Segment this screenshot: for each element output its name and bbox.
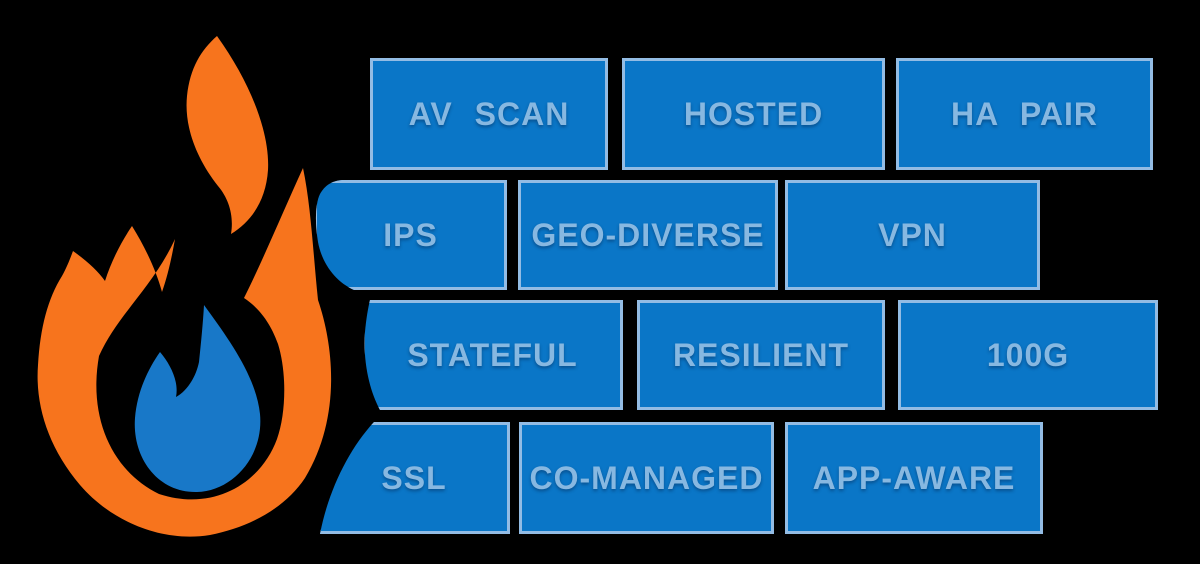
flame-ring-icon bbox=[37, 168, 332, 537]
brick-geo-diverse: GEO-DIVERSE bbox=[518, 180, 778, 290]
brick-label: HOSTED bbox=[683, 95, 824, 132]
brick-label: SSL bbox=[381, 459, 447, 496]
brick-label: RESILIENT bbox=[672, 336, 850, 373]
brick-label: APP-AWARE bbox=[812, 459, 1016, 496]
brick-label: VPN bbox=[878, 216, 947, 253]
brick-label: STATEFUL bbox=[407, 336, 578, 373]
flame-drop-icon bbox=[134, 305, 261, 493]
brick-label: GEO-DIVERSE bbox=[531, 216, 765, 253]
brick-100g: 100G bbox=[898, 300, 1158, 410]
brick-av-scan: AV SCAN bbox=[370, 58, 608, 170]
flame-center-tongue-icon bbox=[186, 36, 269, 234]
brick-stateful: STATEFUL bbox=[362, 300, 623, 410]
brick-ssl: SSL bbox=[318, 422, 510, 534]
brick-resilient: RESILIENT bbox=[637, 300, 885, 410]
brick-label: AV SCAN bbox=[408, 95, 570, 132]
brick-co-managed: CO-MANAGED bbox=[519, 422, 774, 534]
brick-ips: IPS bbox=[314, 180, 507, 290]
brick-vpn: VPN bbox=[785, 180, 1040, 290]
brick-label: 100G bbox=[986, 336, 1070, 373]
brick-label: IPS bbox=[383, 216, 438, 253]
brick-ha-pair: HA PAIR bbox=[896, 58, 1153, 170]
brick-hosted: HOSTED bbox=[622, 58, 885, 170]
brick-app-aware: APP-AWARE bbox=[785, 422, 1043, 534]
brick-label: HA PAIR bbox=[951, 95, 1098, 132]
brick-label: CO-MANAGED bbox=[529, 459, 764, 496]
